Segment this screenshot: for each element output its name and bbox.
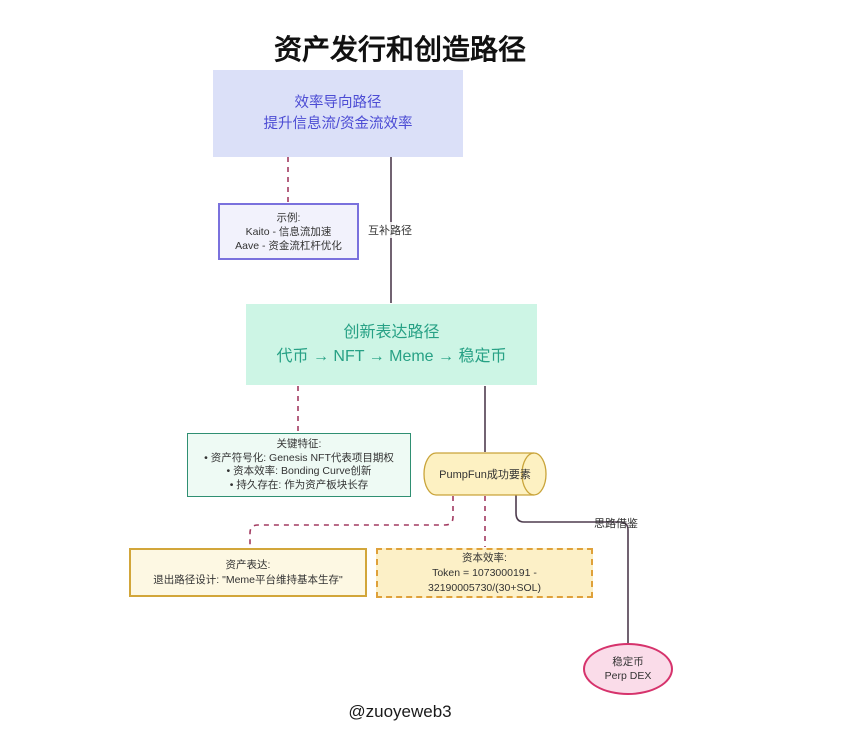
node-efficiency-path: 效率导向路径 提升信息流/资金流效率: [213, 70, 463, 157]
node-text-line: 创新表达路径: [343, 323, 440, 341]
edge-label-complementary-path: 互补路径: [367, 222, 413, 238]
node-text-line: 资产表达:: [225, 558, 271, 571]
node-text-line: • 持久存在: 作为资产板块长存: [229, 478, 369, 491]
node-asset-expression: 资产表达: 退出路径设计: "Meme平台维持基本生存": [129, 548, 367, 597]
edge-label-idea-reference: 思路借鉴: [594, 518, 638, 530]
node-text-line: • 资产符号化: Genesis NFT代表项目期权: [204, 451, 394, 464]
node-text-line: 代币 → NFT → Meme → 稳定币: [276, 347, 507, 365]
node-text-line: 退出路径设计: "Meme平台维持基本生存": [153, 573, 343, 586]
diagram-title: 资产发行和创造路径: [273, 34, 526, 65]
node-text-line: 稳定币: [612, 656, 644, 668]
node-text-line: 提升信息流/资金流效率: [263, 115, 413, 132]
node-text-line: Aave - 资金流杠杆优化: [235, 239, 342, 252]
pumpfun-cylinder-rim: [521, 452, 535, 496]
node-text-line: • 资本效率: Bonding Curve创新: [226, 465, 372, 477]
node-text-line: PumpFun成功要素: [439, 469, 531, 481]
node-innovation-path: 创新表达路径 代币 → NFT → Meme → 稳定币: [246, 304, 537, 385]
node-stablecoin-perp-dex: 稳定币 Perp DEX: [583, 643, 673, 695]
footer-handle: @zuoyeweb3: [348, 702, 452, 721]
node-text-line: Kaito - 信息流加速: [245, 225, 332, 238]
node-text-line: 示例:: [276, 211, 301, 224]
node-text-line: 效率导向路径: [294, 94, 382, 111]
node-capital-efficiency-formula: 资本效率: Token = 1073000191 - 32190005730/(…: [376, 548, 593, 598]
node-text-line: Perp DEX: [604, 670, 652, 682]
node-text-line: Token = 1073000191 - 32190005730/(30+SOL…: [428, 566, 541, 594]
edge-pumpfun-to-stablecoin: [515, 495, 629, 643]
node-pumpfun-success-factors: PumpFun成功要素: [424, 453, 546, 495]
node-text-line: 资本效率:: [462, 551, 507, 564]
edge-pumpfun-to-expression: [249, 496, 454, 547]
node-key-features: 关键特征: • 资产符号化: Genesis NFT代表项目期权 • 资本效率:…: [187, 433, 411, 497]
node-text-line: 关键特征:: [276, 438, 322, 450]
node-examples: 示例: Kaito - 信息流加速 Aave - 资金流杠杆优化: [218, 203, 359, 260]
